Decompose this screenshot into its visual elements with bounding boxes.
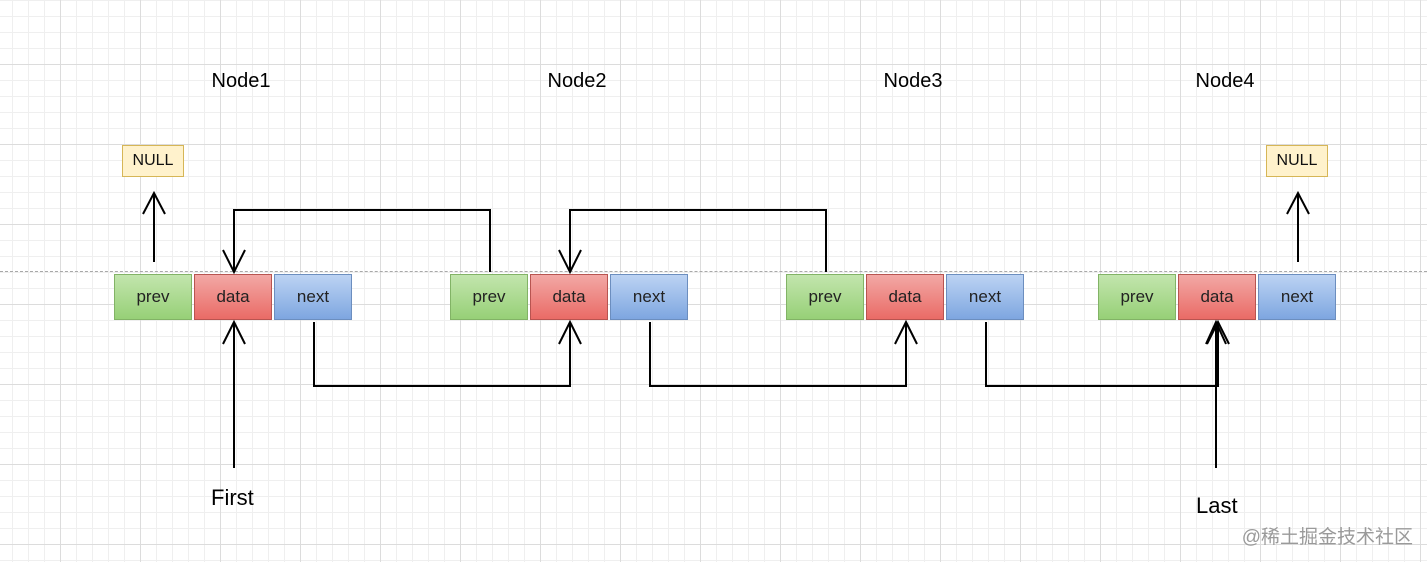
null-box-right: NULL	[1266, 145, 1328, 177]
node4-next-to-null-arrow	[1286, 190, 1310, 262]
last-label: Last	[1196, 493, 1238, 518]
node2-data-cell: data	[530, 274, 608, 320]
first-label: First	[211, 485, 254, 510]
node2-next-cell: next	[610, 274, 688, 320]
node2-title: Node2	[547, 70, 607, 92]
node1-next-cell: next	[274, 274, 352, 320]
last-pointer-arrow	[1205, 319, 1227, 468]
node1-data-cell: data	[194, 274, 272, 320]
node1-prev-to-null-arrow	[142, 190, 166, 262]
page-break-line	[0, 271, 1427, 272]
node4-next-cell: next	[1258, 274, 1336, 320]
node1-title: Node1	[211, 70, 271, 92]
node2-prev-to-node1-data-arrow	[222, 209, 491, 275]
watermark-text: @稀土掘金技术社区	[1241, 527, 1413, 548]
first-pointer-arrow	[222, 319, 246, 468]
node3-data-cell: data	[866, 274, 944, 320]
node3-next-to-node4-data-arrow	[985, 319, 1230, 387]
node4-title: Node4	[1195, 70, 1255, 92]
node3-title: Node3	[883, 70, 943, 92]
node3-prev-to-node2-data-arrow	[558, 209, 827, 275]
node1-prev-cell: prev	[114, 274, 192, 320]
node1-next-to-node2-data-arrow	[313, 319, 582, 387]
node2-next-to-node3-data-arrow	[649, 319, 918, 387]
node4-prev-cell: prev	[1098, 274, 1176, 320]
node4-data-cell: data	[1178, 274, 1256, 320]
node2-prev-cell: prev	[450, 274, 528, 320]
null-box-left: NULL	[122, 145, 184, 177]
node3-next-cell: next	[946, 274, 1024, 320]
node3-prev-cell: prev	[786, 274, 864, 320]
